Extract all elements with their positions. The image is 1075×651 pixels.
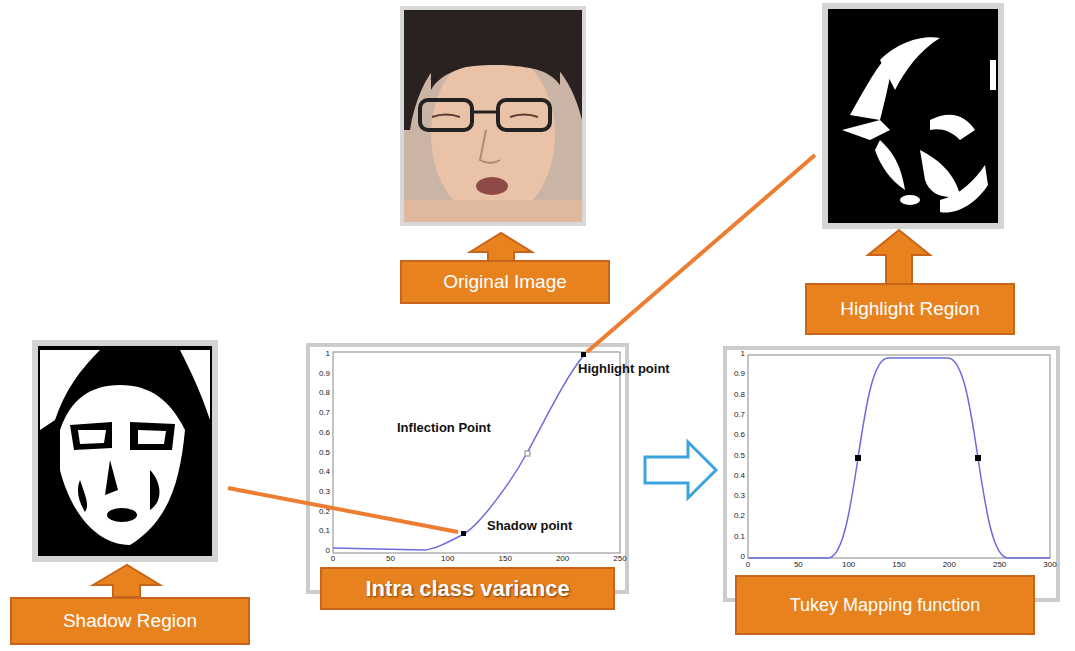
axis-tick-label: 0 xyxy=(746,561,750,569)
axis-tick-label: 0.4 xyxy=(319,468,330,476)
callout-text: Original Image xyxy=(443,271,567,293)
shadow-mask xyxy=(32,340,218,562)
axis-tick-label: 0.8 xyxy=(319,389,330,397)
face-photo xyxy=(400,6,586,226)
axis-tick-label: 250 xyxy=(993,561,1006,569)
orange-callout-box: Highlight Region xyxy=(805,283,1015,335)
orange-callout-box: Intra class variance xyxy=(320,567,615,610)
highlight-mask xyxy=(822,3,1004,229)
orange-callout-box: Original Image xyxy=(400,260,610,304)
tukey-chart xyxy=(725,348,1058,600)
axis-tick-label: 100 xyxy=(842,561,855,569)
callout-text: Shadow Region xyxy=(63,610,197,632)
axis-tick-label: 1 xyxy=(326,350,330,358)
axis-tick-label: 0.6 xyxy=(319,429,330,437)
callout-text: Tukey Mapping function xyxy=(790,595,980,616)
point-label: Shadow point xyxy=(487,519,572,532)
variance-chart xyxy=(308,345,627,592)
transform-arrow xyxy=(645,442,716,498)
axis-tick-label: 100 xyxy=(441,555,454,563)
axis-tick-label: 0.3 xyxy=(319,488,330,496)
callout-arrow xyxy=(93,565,160,597)
axis-tick-label: 200 xyxy=(943,561,956,569)
callout-arrow xyxy=(470,233,532,262)
axis-tick-label: 0.2 xyxy=(319,508,330,516)
axis-tick-label: 0.5 xyxy=(734,452,745,460)
axis-tick-label: 150 xyxy=(499,555,512,563)
axis-tick-label: 250 xyxy=(613,555,626,563)
axis-tick-label: 0 xyxy=(331,555,335,563)
axis-tick-label: 200 xyxy=(556,555,569,563)
axis-tick-label: 0 xyxy=(326,547,330,555)
point-label: Inflection Point xyxy=(397,421,491,434)
callout-text: Highlight Region xyxy=(840,298,979,320)
axis-tick-label: 0.2 xyxy=(734,512,745,520)
orange-callout-box: Shadow Region xyxy=(10,597,250,645)
point-label: Highlight point xyxy=(578,362,670,375)
axis-tick-label: 150 xyxy=(892,561,905,569)
axis-tick-label: 0.7 xyxy=(734,411,745,419)
axis-tick-label: 1 xyxy=(741,350,745,358)
axis-tick-label: 300 xyxy=(1043,561,1056,569)
axis-tick-label: 0.3 xyxy=(734,492,745,500)
axis-tick-label: 0.8 xyxy=(734,391,745,399)
axis-tick-label: 0.4 xyxy=(734,472,745,480)
axis-tick-label: 0.1 xyxy=(319,527,330,535)
callout-text: Intra class variance xyxy=(365,576,569,601)
axis-tick-label: 0 xyxy=(741,553,745,561)
axis-tick-label: 0.5 xyxy=(319,449,330,457)
orange-callout-box: Tukey Mapping function xyxy=(735,575,1035,635)
axis-tick-label: 0.7 xyxy=(319,409,330,417)
axis-tick-label: 0.1 xyxy=(734,533,745,541)
callout-arrow xyxy=(868,230,930,285)
axis-tick-label: 0.9 xyxy=(319,370,330,378)
axis-tick-label: 50 xyxy=(386,555,395,563)
leader-line xyxy=(228,488,458,532)
axis-tick-label: 0.6 xyxy=(734,431,745,439)
leader-line xyxy=(587,155,815,352)
axis-tick-label: 0.9 xyxy=(734,370,745,378)
axis-tick-label: 50 xyxy=(794,561,803,569)
